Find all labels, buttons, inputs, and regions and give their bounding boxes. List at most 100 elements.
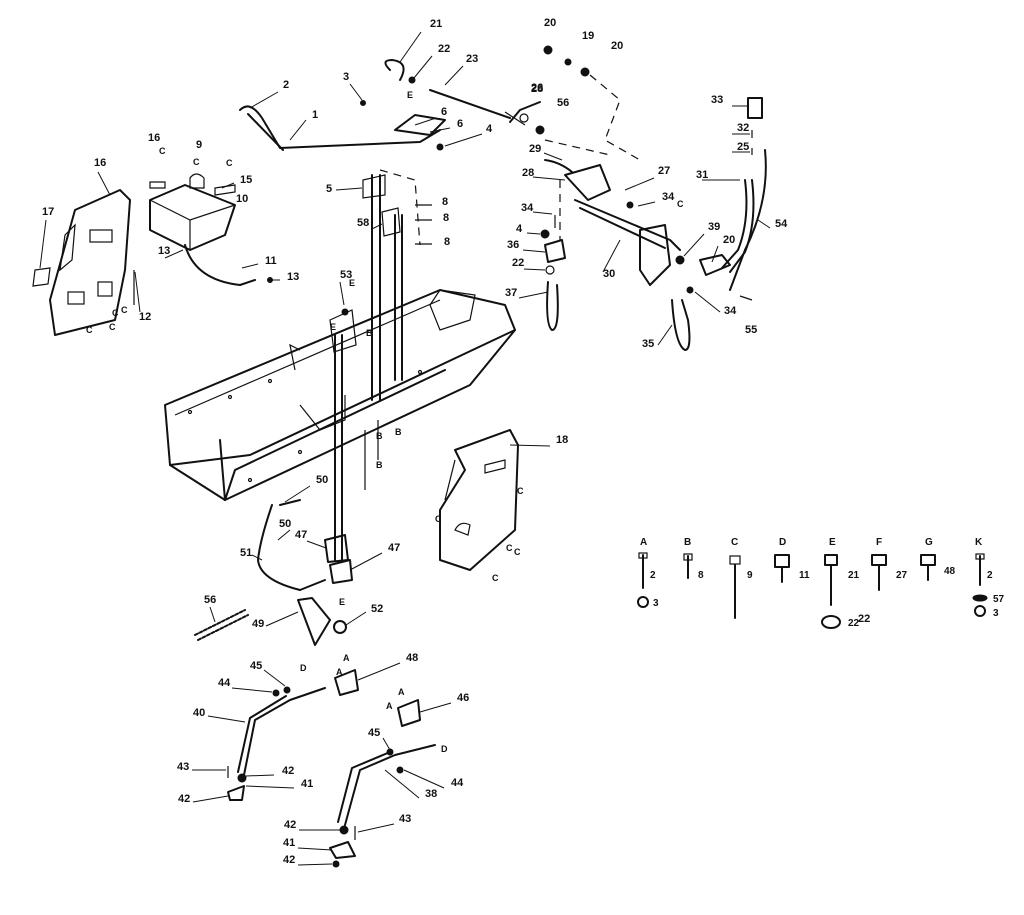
- callout-27: 22: [512, 257, 524, 269]
- callout-71: 54: [775, 218, 788, 230]
- svg-text:E: E: [829, 537, 836, 548]
- fastener-letter-23: A: [398, 687, 405, 697]
- callout-37: 31: [696, 169, 708, 181]
- callout-48: 40: [193, 707, 205, 719]
- fastener-letter-18: B: [395, 427, 402, 437]
- callout-49: 41: [301, 778, 313, 790]
- rod-37: [540, 180, 566, 331]
- part-callouts: 1234566888910111213131516161718192020202…: [42, 17, 870, 866]
- callout-46: 38: [425, 788, 437, 800]
- callout-38: 32: [737, 122, 749, 134]
- svg-text:27: 27: [896, 570, 908, 581]
- fastener-letter-20: B: [366, 328, 373, 338]
- fastener-letter-9: C: [492, 573, 499, 583]
- callout-24: 20: [723, 234, 735, 246]
- svg-text:2: 2: [987, 570, 993, 581]
- fastener-letter-19: B: [376, 460, 383, 470]
- callout-47: 39: [708, 221, 720, 233]
- callout-45: 37: [505, 287, 517, 299]
- callout-1: 2: [283, 79, 289, 91]
- upper-link-assembly: [239, 59, 526, 246]
- callout-21: 19: [582, 30, 594, 42]
- callout-13: 12: [139, 311, 151, 323]
- hardware-key: A 2 3 B 8 C 9 D 11 E 21: [637, 537, 1005, 629]
- pedal-assembly-left: [227, 669, 359, 801]
- callout-41: 34: [662, 191, 675, 203]
- svg-text:48: 48: [944, 566, 956, 577]
- fastener-letter-4: C: [109, 322, 116, 332]
- hardware-e: E 21 22: [821, 537, 860, 629]
- callout-14: 13: [158, 245, 170, 257]
- callout-32: 27: [658, 165, 670, 177]
- svg-text:C: C: [731, 537, 738, 548]
- chassis-frame: [164, 289, 516, 501]
- callout-55: 43: [177, 761, 189, 773]
- svg-text:2: 2: [650, 570, 656, 581]
- callout-26: 22: [438, 43, 450, 55]
- callout-4: 5: [326, 183, 332, 195]
- callout-52: 42: [178, 793, 190, 805]
- callout-35: 29: [529, 143, 541, 155]
- callout-66: 50: [316, 474, 328, 486]
- fastener-letter-6: C: [112, 308, 119, 318]
- callout-63: 47: [388, 542, 400, 554]
- callout-7: 8: [442, 196, 448, 208]
- callout-10: 9: [196, 139, 202, 151]
- hardware-c: C 9: [729, 537, 753, 619]
- svg-text:22: 22: [848, 618, 860, 629]
- fastener-letter-13: E: [407, 90, 413, 100]
- callout-16: 15: [240, 174, 252, 186]
- fastener-letter-16: E: [339, 597, 345, 607]
- fastener-letter-0: C: [159, 146, 166, 156]
- callout-51: 42: [282, 765, 294, 777]
- callout-9: 8: [444, 236, 450, 248]
- callout-53: 42: [284, 819, 296, 831]
- callout-28: 22: [858, 613, 870, 625]
- right-side-panel: [439, 429, 519, 571]
- hardware-b: B 8: [683, 537, 704, 581]
- callout-44: 36: [507, 239, 519, 251]
- fastener-letter-15: E: [330, 322, 336, 332]
- callout-42: 34: [724, 305, 737, 317]
- callout-20: 18: [556, 434, 568, 446]
- callout-68: 51: [240, 547, 252, 559]
- svg-text:9: 9: [747, 570, 753, 581]
- callout-34: 28: [531, 83, 543, 95]
- leader-lines: [39, 31, 771, 866]
- pivot-bracket: [329, 308, 357, 353]
- callout-57: 44: [218, 677, 231, 689]
- callout-5: 6: [441, 106, 447, 118]
- svg-text:F: F: [876, 537, 882, 548]
- callout-6: 6: [457, 118, 463, 130]
- svg-text:21: 21: [848, 570, 860, 581]
- svg-text:8: 8: [698, 570, 704, 581]
- fastener-letter-7: C: [435, 514, 442, 524]
- callout-60: 45: [368, 727, 380, 739]
- callout-76: 4: [516, 223, 523, 235]
- callout-65: 49: [252, 618, 264, 630]
- hardware-k: K 2 57 3: [972, 537, 1005, 619]
- svg-text:G: G: [925, 537, 933, 548]
- callout-17: 16: [148, 132, 160, 144]
- callout-8: 8: [443, 212, 449, 224]
- callout-54: 42: [283, 854, 295, 866]
- callout-75: 58: [357, 217, 369, 229]
- right-upper-assembly: [509, 45, 767, 351]
- callout-0: 1: [312, 109, 318, 121]
- callout-43: 35: [642, 338, 654, 350]
- pedal-assembly-right: [329, 699, 436, 868]
- callout-70: 53: [340, 269, 352, 281]
- ignition-switch-box: [149, 173, 273, 286]
- callout-29: 23: [466, 53, 478, 65]
- fastener-letter-8: C: [517, 486, 524, 496]
- callout-40: 34: [521, 202, 534, 214]
- left-side-panel: [32, 189, 135, 336]
- callout-25: 21: [430, 18, 442, 30]
- callout-3: 4: [486, 123, 493, 135]
- callout-22: 20: [544, 17, 556, 29]
- callout-39: 33: [711, 94, 723, 106]
- svg-text:57: 57: [993, 594, 1005, 605]
- fastener-letter-24: A: [386, 701, 393, 711]
